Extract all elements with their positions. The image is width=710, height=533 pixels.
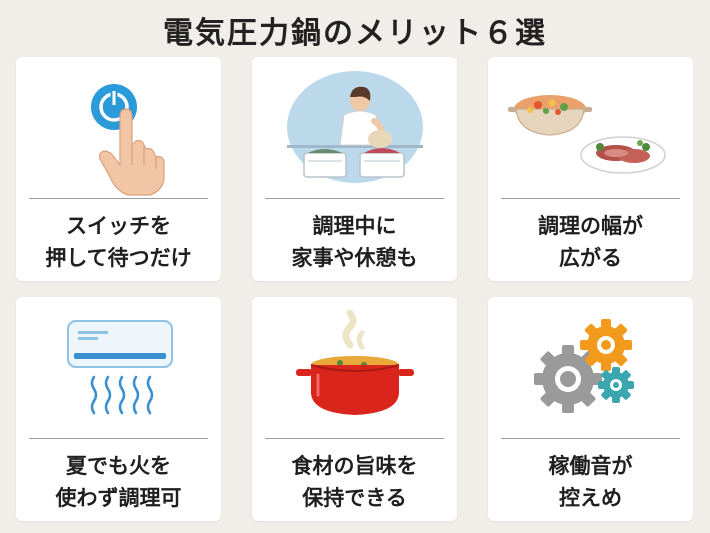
caption-line-1: 稼働音が <box>548 454 633 478</box>
merit-card-switch: スイッチを 押して待つだけ <box>16 57 221 281</box>
caption-line-2: 保持できる <box>302 486 407 510</box>
caption-line-2: 広がる <box>559 246 622 270</box>
card-divider <box>29 438 208 439</box>
card-caption: スイッチを 押して待つだけ <box>16 210 221 274</box>
card-caption: 調理中に 家事や休憩も <box>252 210 457 274</box>
card-divider <box>29 198 208 199</box>
caption-line-1: 夏でも火を <box>66 454 171 478</box>
merit-card-housework: 調理中に 家事や休憩も <box>252 57 457 281</box>
page-title: 電気圧力鍋のメリット６選 <box>163 16 547 51</box>
air-conditioner-icon <box>16 297 221 439</box>
merit-card-variety: 調理の幅が 広がる <box>488 57 693 281</box>
card-caption: 稼働音が 控えめ <box>488 450 693 514</box>
card-divider <box>501 438 680 439</box>
red-pot-icon <box>252 297 457 439</box>
power-button-hand-icon <box>16 57 221 199</box>
card-caption: 夏でも火を 使わず調理可 <box>16 450 221 514</box>
caption-line-1: スイッチを <box>66 214 171 238</box>
caption-line-1: 食材の旨味を <box>291 454 418 478</box>
merit-card-quiet: 稼働音が 控えめ <box>488 297 693 521</box>
card-divider <box>265 438 444 439</box>
card-divider <box>265 198 444 199</box>
caption-line-2: 家事や休憩も <box>291 246 418 270</box>
merit-card-umami: 食材の旨味を 保持できる <box>252 297 457 521</box>
card-caption: 調理の幅が 広がる <box>488 210 693 274</box>
caption-line-2: 押して待つだけ <box>45 246 192 270</box>
merit-card-summer: 夏でも火を 使わず調理可 <box>16 297 221 521</box>
card-caption: 食材の旨味を 保持できる <box>252 450 457 514</box>
caption-line-2: 控えめ <box>559 486 622 510</box>
caption-line-1: 調理中に <box>312 214 397 238</box>
laundry-person-icon <box>252 57 457 199</box>
gears-icon <box>488 297 693 439</box>
caption-line-2: 使わず調理可 <box>55 486 182 510</box>
dishes-icon <box>488 57 693 199</box>
caption-line-1: 調理の幅が <box>538 214 643 238</box>
card-divider <box>501 198 680 199</box>
